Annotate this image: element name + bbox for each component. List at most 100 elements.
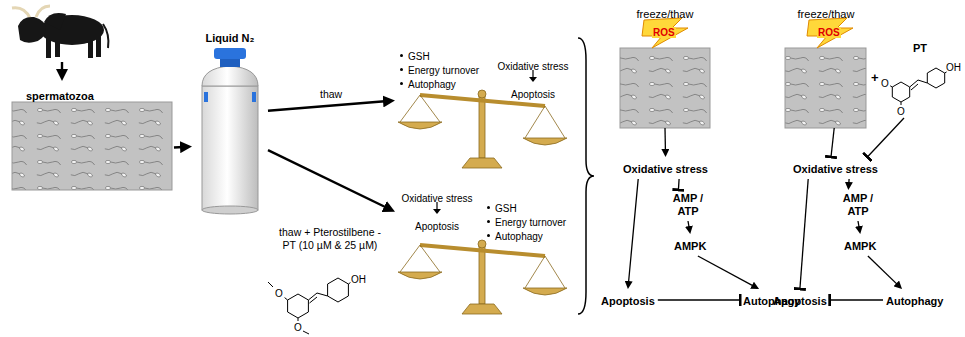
node-text: spermatozoa [26,90,94,102]
text-slot: freeze/thaw [785,4,867,22]
text-slot: GSH [487,198,573,216]
dewar-tank [202,48,258,214]
node-text: Oxidative stress [497,61,568,72]
edge-label: thaw [318,88,344,101]
node-text: Energy turnover [495,217,566,228]
node-text: AMP / ATP [667,192,709,218]
chemical-structure [268,278,350,334]
pathway-term: Autophagy [883,289,946,311]
pathway-term: AMPK [841,234,879,256]
connector [830,299,883,300]
arrow-head [529,77,537,82]
pathway-term: Oxidative stress [620,157,711,179]
bullet-dot [400,82,403,85]
nitrogen-tank: Liquid N₂ [192,28,268,216]
connector [848,179,850,188]
node-text: Apoptosis [415,221,459,232]
node-text: Autophagy [495,231,543,242]
connector [858,221,860,232]
text-slot: GSH [400,46,492,64]
micrograph [620,48,710,128]
ros-label: ROS [652,27,676,38]
atom-label: OH [946,62,961,73]
atom-label: O [294,322,302,333]
connector [268,150,391,210]
bullet-dot [487,206,490,209]
node-text: PT [913,42,927,54]
atom-label: O [275,288,283,299]
text-slot: spermatozoa [26,86,166,104]
text-slot: Autophagy [487,226,573,244]
balance-scale: Oxidative stressApoptosis GSH Energy turno… [395,184,573,316]
node-text: Oxidative stress [623,163,708,175]
text-slot: Energy turnover [487,212,573,230]
connector [831,128,834,157]
node-text: Apoptosis [511,89,555,100]
lightning [642,18,688,48]
text-slot: Autophagy [400,74,492,92]
text-slot: Oxidative stress [397,188,477,206]
arrow-head [433,209,441,214]
atom-label: O [881,78,889,89]
connector [678,179,680,190]
bracket [578,38,594,314]
text-slot: Oxidative stress [493,56,573,74]
arrow [61,62,63,77]
bullet-dot [400,68,403,71]
micrograph [12,102,172,190]
pathway-term: AMPK [671,234,709,256]
chemical-structure [890,68,946,105]
connector [867,118,904,157]
connector [664,128,666,155]
balance-figure [398,90,567,314]
pathway-term: Apoptosis [770,289,830,311]
node-text: Autophagy [408,79,456,90]
node-text: GSH [495,203,517,214]
node-text: Apoptosis [773,295,827,307]
micrograph-panel: spermatozoa [12,86,174,192]
node-text: AMP / ATP [837,192,879,218]
node-text: AMPK [674,240,706,252]
micrograph-panel: freeze/thaw [785,2,867,128]
bull-figure [12,6,108,58]
balance-scale: GSH Energy turnoverAutophagy Oxidative str… [395,42,573,172]
text-slot: PT [880,38,960,56]
text-slot: freeze/thaw [620,4,710,22]
connector [688,221,690,232]
node-text: Autophagy [886,295,943,307]
connector [868,256,901,288]
node-text: GSH [408,51,430,62]
pathway-term: Oxidative stress [790,157,881,179]
node-text: freeze/thaw [637,8,694,20]
text-slot: Apoptosis [493,84,573,102]
node-text: Liquid N₂ [206,32,255,44]
bullet-dot [487,220,490,223]
node-text: Energy turnover [408,65,479,76]
plus-sign: + [871,71,879,85]
connector [800,179,808,289]
connector [628,179,638,287]
connector [698,256,757,288]
connector [268,101,391,111]
lightning [807,18,853,48]
connector [658,299,740,300]
edge-label: thaw + Pterostilbene - PT (10 µM & 25 µM… [275,226,385,251]
node-text: Apoptosis [601,295,655,307]
text-slot: Liquid N₂ [192,28,268,46]
text-slot: Energy turnover [400,60,492,78]
structure-panel: PT [880,36,960,118]
node-text: AMPK [844,240,876,252]
atom-label: O [897,106,905,117]
connector [174,145,188,148]
ros-label: ROS [817,27,841,38]
atom-label: OH [351,274,366,285]
pathway-term: Apoptosis [598,289,658,311]
pathway-term: AMP / ATP [834,190,882,221]
node-text: freeze/thaw [798,8,855,20]
micrograph-panel: freeze/thaw [620,2,710,128]
node-text: Oxidative stress [401,193,472,204]
bullet-dot [487,234,490,237]
text-slot: Apoptosis [397,216,477,234]
micrograph [785,48,866,128]
